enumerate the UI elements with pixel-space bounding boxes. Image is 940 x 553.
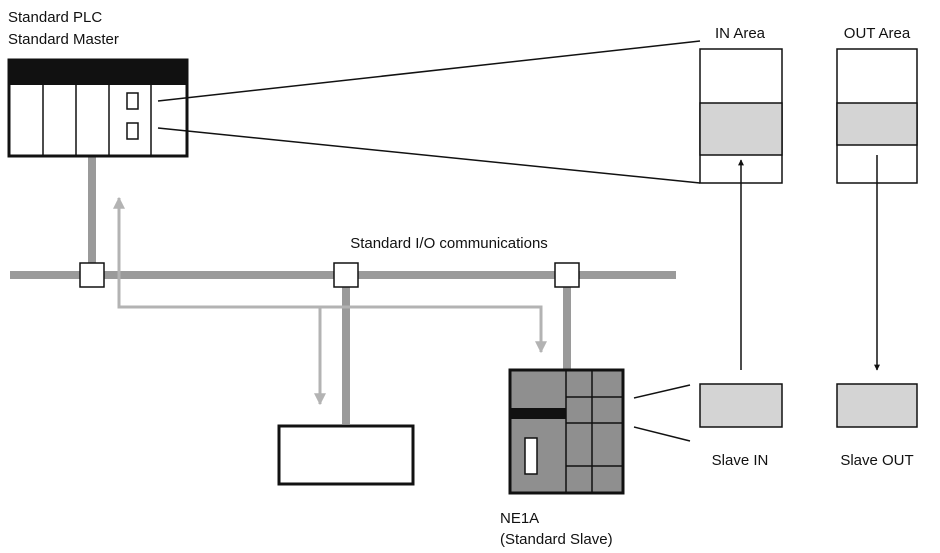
master-port-out: [126, 122, 139, 140]
slave-out-box: [836, 383, 918, 428]
ne1a-device: [508, 368, 625, 495]
standard-plc: [7, 58, 189, 158]
mapping-line-top: [157, 40, 701, 102]
network-label: Standard I/O communications: [350, 235, 548, 252]
mapping-line-bottom: [157, 127, 701, 184]
slave-in-label: Slave IN: [712, 452, 769, 469]
in-area-label: IN Area: [715, 25, 766, 42]
out-area-label: OUT Area: [844, 25, 911, 42]
master-port-in: [126, 92, 139, 110]
bus-tap-plc: [79, 262, 105, 288]
device-label-line2: (Standard Slave): [500, 531, 613, 548]
plc-label-line2: Standard Master: [8, 31, 119, 48]
slave-link-line-top: [633, 384, 691, 399]
plc-label-line1: Standard PLC: [8, 9, 102, 26]
bus-tap-middle: [333, 262, 359, 288]
data-flow-to-slave-arrow: [117, 300, 547, 354]
standard-device-box: [277, 424, 415, 486]
slave-in-box: [699, 383, 783, 428]
slave-link-line-bottom: [633, 426, 691, 442]
device-label-line1: NE1A: [500, 510, 539, 527]
slave-out-label: Slave OUT: [840, 452, 913, 469]
bus-tap-slave: [554, 262, 580, 288]
